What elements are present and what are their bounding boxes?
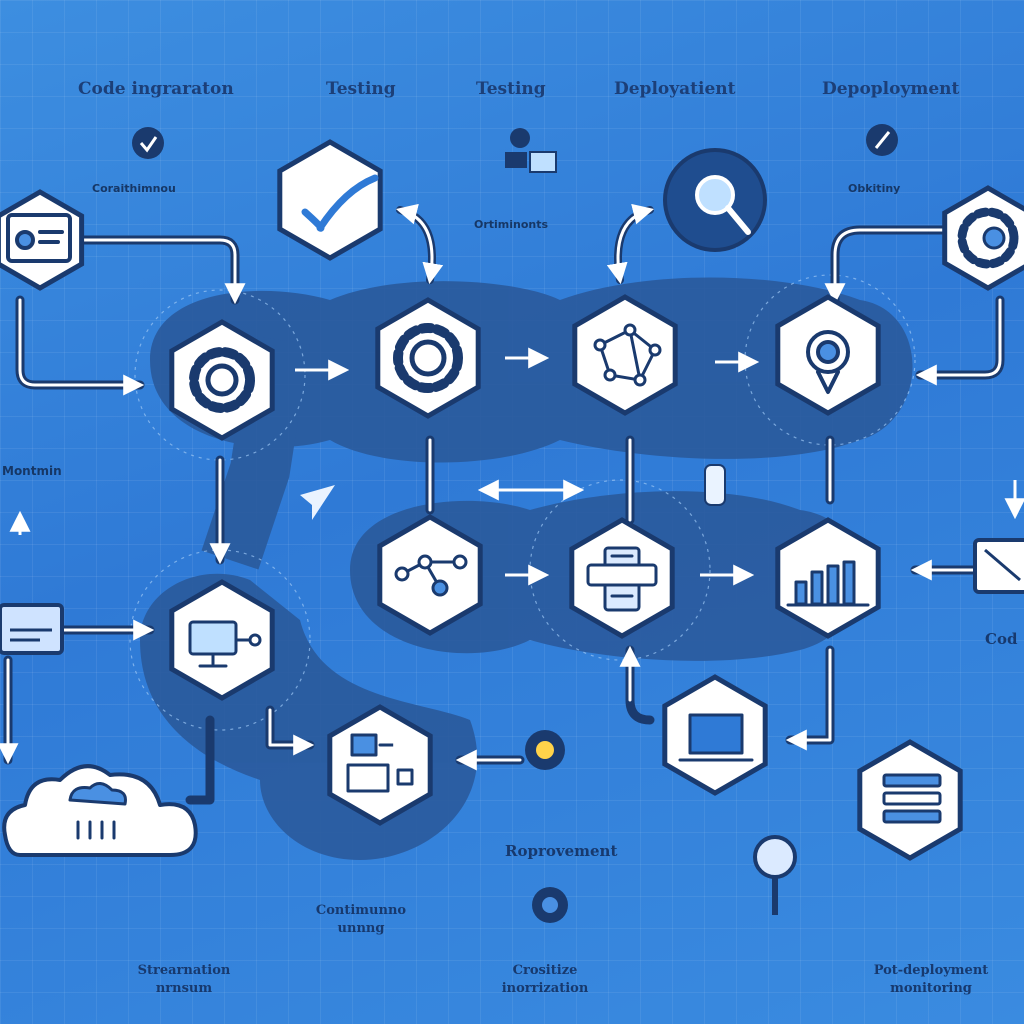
document-flow-icon [346, 733, 415, 793]
right-panel-card [973, 538, 1024, 594]
gear-icon [957, 207, 1019, 269]
gear-icon [189, 347, 255, 413]
label-coraithimnou: Coraithimnou [92, 182, 176, 195]
label-continuous: Contimunno unnng [315, 903, 407, 936]
hex-node-5 [572, 294, 678, 416]
gear-icon [393, 323, 463, 393]
left-panel-card [0, 603, 64, 655]
label-code-edge: Cod [985, 630, 1018, 648]
flow-nodes-icon [394, 554, 468, 597]
lightbulb-icon [753, 835, 797, 915]
hex-node-3 [169, 319, 275, 441]
laptop-icon [678, 713, 754, 762]
bar-chart-icon [786, 560, 870, 607]
header-label-deployment-2: Depoployment [822, 79, 960, 99]
header-label-deployment-1: Deployatient [614, 79, 736, 99]
label-streamation: Strearnation nrnsum [137, 963, 231, 996]
header-label-testing-1: Testing [326, 79, 396, 99]
label-crositize: Crositize inorrization [501, 963, 589, 996]
hex-node-2 [277, 139, 383, 261]
bottom-badge-icon [532, 887, 568, 923]
checkmark-icon [301, 174, 379, 232]
check-circle-icon [132, 127, 164, 159]
label-roprovement: Roprovement [505, 842, 618, 860]
network-icon [593, 323, 662, 387]
user-computer-icon [505, 128, 557, 173]
label-ortiminonts: Ortiminonts [474, 218, 549, 231]
label-post-deployment-monitoring: Pot-deployment monitoring [873, 963, 989, 996]
label-montmin: Montmin [2, 464, 62, 478]
flow-arrows [9, 347, 1024, 586]
pathway-band [140, 277, 913, 860]
list-icon [882, 773, 942, 824]
paper-plane-icon [300, 485, 335, 520]
pencil-circle-icon [866, 124, 898, 156]
label-obkitiny: Obkitiny [848, 182, 901, 195]
header-label-code-integration: Code ingraraton [78, 79, 234, 99]
server-icon [586, 546, 658, 612]
plug-icon [704, 464, 726, 506]
target-icon [806, 330, 850, 394]
gear-badge-icon [525, 730, 565, 770]
connector-highlights [0, 228, 1002, 771]
cloud-icon [2, 764, 198, 857]
monitor-icon [188, 620, 262, 668]
header-label-testing-2: Testing [476, 79, 546, 99]
hex-node-4 [375, 297, 481, 419]
hex-node-8 [377, 514, 483, 636]
magnifier-icon [663, 148, 767, 252]
settings-card-icon [6, 213, 72, 263]
